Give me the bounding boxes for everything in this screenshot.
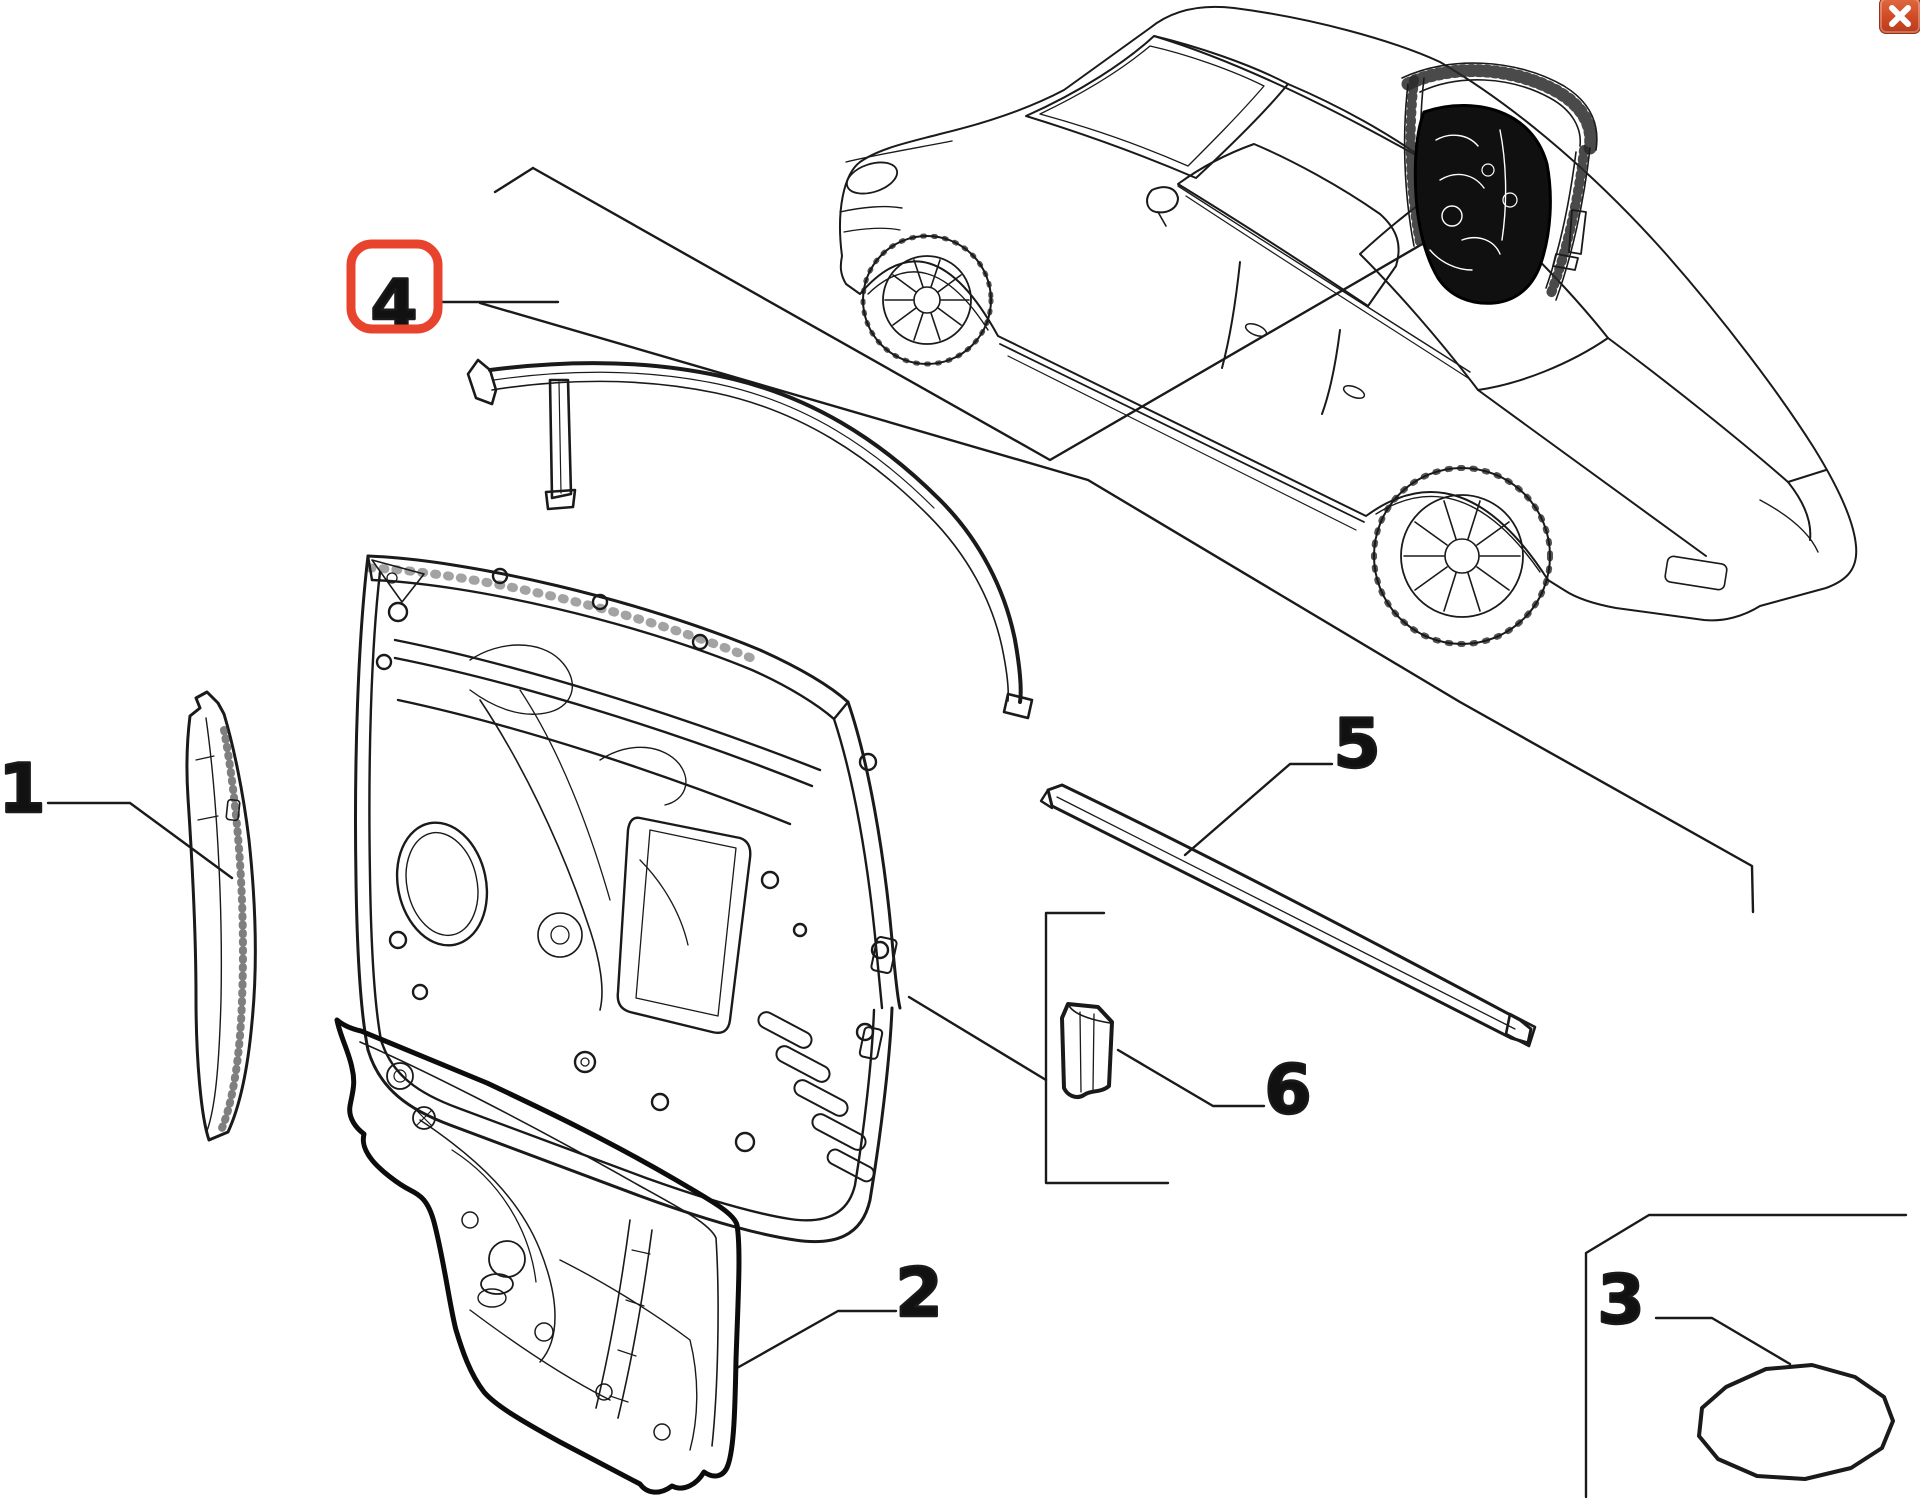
highlight-box-callout-4[interactable] [346,239,443,334]
license-plate [1664,555,1728,591]
taillight [1759,499,1819,553]
rear-wheel [1371,465,1553,647]
callout-labels: 1 2 3 4 5 6 [0,265,1646,1341]
callout-leader-lines [46,300,1792,1370]
car-locator-view [839,5,1858,647]
callout-3[interactable]: 3 [1596,1260,1646,1341]
side-mirror [1146,186,1179,214]
zone-boundary-lines [478,166,1908,1499]
beltline-strip [1177,185,1471,373]
door-handle [1244,323,1268,337]
part-5-beltline-weatherstrip[interactable] [1039,783,1537,1048]
callout-6[interactable]: 6 [1263,1050,1313,1131]
side-window [1177,143,1400,307]
front-door-cut [1221,261,1241,369]
part-6-clip[interactable] [1060,1002,1114,1099]
close-button[interactable] [1879,0,1920,34]
callout-2[interactable]: 2 [894,1253,944,1334]
leader-5 [1183,762,1334,857]
part-3-grommet-ellipse[interactable] [1697,1363,1895,1481]
rear-door-frame-opening [1401,62,1598,301]
headlight [845,161,899,195]
part-4-window-frame-weatherstrip[interactable] [466,358,1034,720]
car-body-outline [839,5,1858,622]
trunk-line [1607,337,1789,483]
leader-1 [46,801,234,880]
pointer-line-to-car-door [531,166,1445,462]
detail-zone-corner [1584,1213,1908,1499]
highlighted-door-inner-panel[interactable] [1413,104,1552,305]
leader-2 [735,1309,898,1370]
windshield [1025,35,1289,179]
leader-6 [1116,1048,1266,1108]
callout-1[interactable]: 1 [0,749,47,830]
rear-door-cut [1321,329,1341,415]
clip-zone-bracket [1044,911,1170,1185]
door-handle [1342,385,1366,399]
door-shell-panel[interactable] [354,554,902,1244]
part-2-watershield-panel[interactable] [334,1017,742,1495]
speaker-opening [395,821,489,947]
front-wheel [860,233,994,367]
leader-3 [1654,1316,1792,1366]
window-guide-rod [1568,209,1587,255]
part-1-edge-seal-strip[interactable] [185,690,257,1142]
close-icon [1889,4,1911,27]
callout-5[interactable]: 5 [1332,704,1382,785]
